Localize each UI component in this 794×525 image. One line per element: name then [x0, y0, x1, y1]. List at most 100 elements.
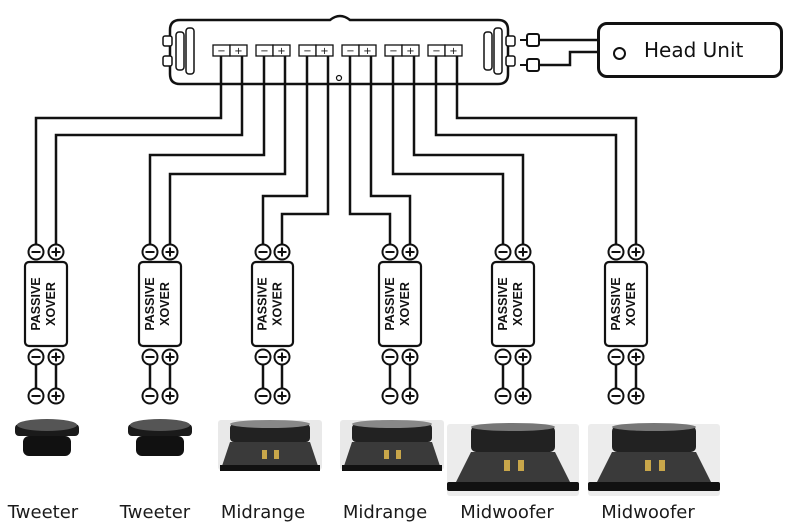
- amp-terminals: −+−+−+−+−+−+: [212, 44, 463, 57]
- terminal-gold-icon: [396, 450, 401, 459]
- speaker-tweeter-2: [128, 419, 192, 456]
- speaker-midrange-4: [340, 420, 444, 471]
- midwoofer-magnet: [471, 426, 555, 452]
- terminal-gold-icon: [518, 460, 524, 471]
- crossover-label-line1: PASSIVE: [256, 277, 270, 330]
- midwoofer-magnet-top: [471, 423, 555, 431]
- midwoofer-magnet: [612, 426, 696, 452]
- wire-neg-ch3: [261, 56, 309, 244]
- crossover-label-line2: XOVER: [398, 282, 412, 326]
- amp-terminal-neg-label: −: [303, 46, 311, 57]
- crossover-label-line2: XOVER: [158, 282, 172, 326]
- wire-pos-ch3: [280, 56, 330, 244]
- midrange-magnet: [230, 424, 310, 442]
- amp-terminal-pos-label: +: [449, 46, 457, 57]
- midrange-flange: [220, 465, 320, 471]
- amp-terminal-neg-label: −: [217, 46, 225, 57]
- amp-left-fins: [162, 27, 195, 75]
- crossover-box: [23, 260, 69, 348]
- crossover-label-line2: XOVER: [44, 282, 58, 326]
- midwoofer-magnet-top: [612, 423, 696, 431]
- crossover-label-line2: XOVER: [511, 282, 525, 326]
- crossover-box: [250, 260, 295, 348]
- amp-terminal-pos-label: +: [320, 46, 328, 57]
- midwoofer-flange: [447, 482, 579, 491]
- speaker-label-tweeter-1: Tweeter: [7, 502, 79, 523]
- midrange-basket: [222, 442, 318, 466]
- speaker-label-midwoofer-1: Midwoofer: [460, 502, 554, 523]
- tweeter-grille: [130, 419, 190, 431]
- terminal-gold-icon: [262, 450, 267, 459]
- terminal-gold-icon: [274, 450, 279, 459]
- speaker-midwoofer-5: [447, 423, 579, 496]
- tweeter-body: [136, 436, 184, 456]
- wire-pos-ch5: [412, 56, 525, 244]
- wire-neg-ch6: [434, 56, 618, 244]
- midrange-magnet-top: [352, 420, 432, 428]
- midwoofer-basket: [455, 452, 571, 484]
- amp-led-icon: [335, 74, 343, 82]
- midrange-basket: [344, 442, 440, 466]
- midrange-magnet-top: [230, 420, 310, 428]
- crossover-box: [490, 260, 536, 348]
- wire-pos-ch2: [168, 56, 287, 244]
- tweeter-grille: [17, 419, 77, 431]
- amp-terminal-neg-label: −: [346, 46, 354, 57]
- amp-terminal-pos: [315, 44, 334, 57]
- speaker-label-midwoofer-2: Midwoofer: [601, 502, 695, 523]
- crossover-label-line2: XOVER: [624, 282, 638, 326]
- amp-terminal-pos: [358, 44, 377, 57]
- crossover-box: [377, 260, 423, 348]
- crossover-label-line1: PASSIVE: [496, 277, 510, 330]
- wire-neg-ch2: [148, 56, 266, 244]
- amp-terminal-neg-label: −: [389, 46, 397, 57]
- amp-terminal-pos-label: +: [234, 46, 242, 57]
- speaker-midwoofer-6: [588, 423, 720, 496]
- midrange-flange: [342, 465, 442, 471]
- head-unit-knob-icon: [613, 47, 626, 60]
- tweeter-body: [23, 436, 71, 456]
- speaker-midrange-3: [218, 420, 322, 471]
- speaker-wires: [34, 56, 638, 388]
- crossover-box: [603, 260, 649, 348]
- rca-plug-icon: [520, 33, 540, 72]
- terminal-gold-icon: [384, 450, 389, 459]
- amp-terminal-neg-label: −: [432, 46, 440, 57]
- wire-pos-ch4: [369, 56, 412, 244]
- crossover-label-line1: PASSIVE: [29, 277, 43, 330]
- midrange-magnet: [352, 424, 432, 442]
- amp-terminal-pos: [272, 44, 291, 57]
- terminal-gold-icon: [659, 460, 665, 471]
- crossover-label-line1: PASSIVE: [383, 277, 397, 330]
- speaker-label-midrange-1: Midrange: [220, 502, 306, 523]
- crossover-label-line1: PASSIVE: [143, 277, 157, 330]
- crossover-box: [137, 260, 183, 348]
- wire-pos-ch6: [455, 56, 638, 244]
- head-unit-label: Head Unit: [644, 38, 744, 62]
- amp-terminal-pos-label: +: [363, 46, 371, 57]
- midwoofer-basket: [596, 452, 712, 484]
- amp-terminal-pos-label: +: [277, 46, 285, 57]
- speaker-label-midrange-2: Midrange: [342, 502, 428, 523]
- terminal-gold-icon: [645, 460, 651, 471]
- amp-terminal-pos: [444, 44, 463, 57]
- wire-neg-ch5: [391, 56, 505, 244]
- speakers: [15, 419, 720, 496]
- speaker-tweeter-1: [15, 419, 79, 456]
- wire-neg-ch4: [348, 56, 392, 244]
- amplifier: −+−+−+−+−+−+: [162, 14, 516, 86]
- wire-pos-ch1: [54, 56, 244, 244]
- speaker-label-tweeter-2: Tweeter: [119, 502, 191, 523]
- terminal-gold-icon: [504, 460, 510, 471]
- wire-neg-ch1: [34, 56, 223, 244]
- amp-terminal-pos-label: +: [406, 46, 414, 57]
- amp-terminal-pos: [229, 44, 248, 57]
